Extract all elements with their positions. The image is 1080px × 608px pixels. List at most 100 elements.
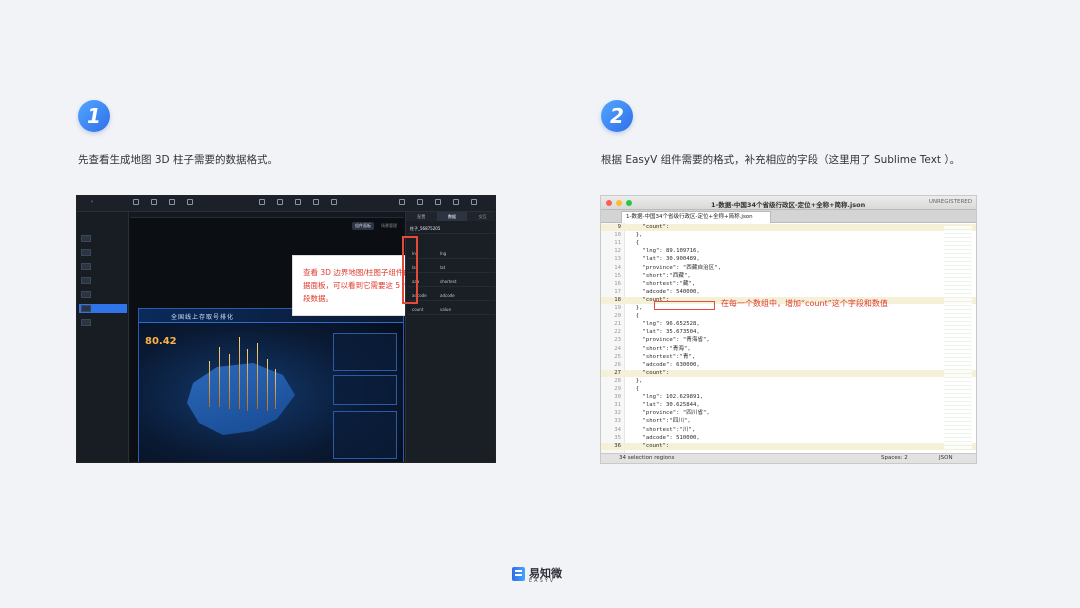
code-line[interactable]: 11 { bbox=[601, 240, 976, 247]
code-line[interactable]: 21 "lng": 96.652528, bbox=[601, 321, 976, 328]
code-line[interactable]: 29 { bbox=[601, 386, 976, 393]
line-text: "lat": 30.625844, bbox=[629, 402, 700, 409]
text-icon[interactable] bbox=[313, 199, 319, 205]
code-line[interactable]: 18 "count": bbox=[601, 296, 976, 304]
line-number: 32 bbox=[614, 410, 621, 417]
field-map[interactable]: value bbox=[440, 307, 451, 312]
chart-icon[interactable] bbox=[277, 199, 283, 205]
code-line[interactable]: 22 "lat": 35.673504, bbox=[601, 329, 976, 336]
preview-icon[interactable] bbox=[417, 199, 423, 205]
layer-item[interactable] bbox=[79, 234, 127, 243]
code-line[interactable]: 19 }, bbox=[601, 305, 976, 312]
layer-item[interactable] bbox=[79, 290, 127, 299]
component-icon[interactable] bbox=[151, 199, 157, 205]
syntax-status[interactable]: JSON bbox=[939, 455, 953, 461]
line-text: { bbox=[629, 313, 640, 320]
layer-icon[interactable] bbox=[133, 199, 139, 205]
logo-en: EASYV bbox=[529, 578, 556, 584]
close-icon[interactable] bbox=[606, 200, 612, 206]
code-line[interactable]: 23 "province": "青海省", bbox=[601, 337, 976, 344]
layer-item[interactable] bbox=[79, 276, 127, 285]
align-icon[interactable] bbox=[259, 199, 265, 205]
code-line[interactable]: 12 "lng": 89.109716, bbox=[601, 248, 976, 255]
editor-toolbar: ‹ bbox=[77, 196, 495, 212]
map-icon[interactable] bbox=[295, 199, 301, 205]
3d-map-shape bbox=[187, 363, 295, 435]
field-map[interactable]: lat bbox=[440, 265, 446, 270]
line-text: "short":"西藏", bbox=[629, 272, 691, 279]
shape-icon[interactable] bbox=[331, 199, 337, 205]
ruler bbox=[130, 212, 404, 218]
code-line[interactable]: 33 "short":"四川", bbox=[601, 418, 976, 425]
field-map[interactable]: adcode bbox=[440, 293, 455, 298]
code-line[interactable]: 17 "adcode": 540000, bbox=[601, 289, 976, 296]
code-line[interactable]: 20 { bbox=[601, 313, 976, 320]
tab-data[interactable]: 数据 bbox=[436, 212, 468, 221]
scene-button[interactable]: 场景管理 bbox=[381, 223, 397, 228]
line-number: 34 bbox=[614, 426, 621, 433]
data-icon[interactable] bbox=[169, 199, 175, 205]
code-line[interactable]: 28 }, bbox=[601, 378, 976, 385]
field-name: lng bbox=[412, 251, 419, 256]
line-text: "lat": 35.673504, bbox=[629, 329, 700, 336]
minimize-icon[interactable] bbox=[616, 200, 622, 206]
code-line[interactable]: 14 "province": "西藏自治区", bbox=[601, 265, 976, 272]
line-text: "province": "四川省", bbox=[629, 410, 710, 417]
field-map[interactable]: lng bbox=[440, 251, 447, 256]
editor-canvas[interactable]: 组件面板 场景管理 全国线上存取号排化 80.42 查看 3D 边界地图/柱图子… bbox=[130, 212, 433, 462]
field-map[interactable]: shortest bbox=[440, 279, 457, 284]
file-tab[interactable]: 1-数据-中国34个省级行政区-定位+全称+简称.json bbox=[621, 211, 771, 223]
line-number: 36 bbox=[614, 442, 621, 449]
logo-mark-icon bbox=[512, 567, 525, 581]
code-line[interactable]: 35 "adcode": 510000, bbox=[601, 435, 976, 442]
code-area[interactable]: 9 "count":10 },11 {12 "lng": 89.109716,1… bbox=[601, 224, 976, 455]
unregistered-label: UNREGISTERED bbox=[928, 199, 972, 205]
code-line[interactable]: 31 "lat": 30.625844, bbox=[601, 402, 976, 409]
map-bar bbox=[219, 347, 220, 407]
maximize-icon[interactable] bbox=[626, 200, 632, 206]
code-line[interactable]: 26 "adcode": 630000, bbox=[601, 362, 976, 369]
code-line[interactable]: 16 "shortest":"藏", bbox=[601, 281, 976, 288]
layer-item-selected[interactable] bbox=[79, 304, 127, 313]
code-line[interactable]: 13 "lat": 30.900489, bbox=[601, 256, 976, 263]
line-text: "province": "青海省", bbox=[629, 337, 710, 344]
code-line[interactable]: 25 "shortest":"青", bbox=[601, 354, 976, 361]
tab-interaction[interactable]: 交互 bbox=[467, 212, 495, 221]
tab-config[interactable]: 配置 bbox=[406, 212, 437, 221]
link-icon[interactable] bbox=[187, 199, 193, 205]
minimap[interactable] bbox=[944, 226, 972, 451]
code-line[interactable]: 10 }, bbox=[601, 232, 976, 239]
code-line[interactable]: 30 "lng": 102.629891, bbox=[601, 394, 976, 401]
field-name: lat bbox=[412, 265, 418, 270]
line-text: "count": bbox=[629, 442, 670, 449]
publish-icon[interactable] bbox=[471, 199, 477, 205]
line-text: "lng": 89.109716, bbox=[629, 248, 700, 255]
selection-status: 34 selection regions bbox=[619, 455, 675, 461]
line-number: 13 bbox=[614, 256, 621, 263]
spaces-status[interactable]: Spaces: 2 bbox=[881, 455, 908, 461]
code-line[interactable]: 15 "short":"西藏", bbox=[601, 273, 976, 280]
component-panel-button[interactable]: 组件面板 bbox=[352, 222, 374, 230]
layer-item[interactable] bbox=[79, 248, 127, 257]
code-line[interactable]: 34 "shortest":"川", bbox=[601, 427, 976, 434]
line-number: 11 bbox=[614, 240, 621, 247]
line-number: 20 bbox=[614, 313, 621, 320]
line-number: 27 bbox=[614, 369, 621, 376]
logo-cn: 易知微 bbox=[529, 567, 562, 580]
window-titlebar: 1-数据-中国34个省级行政区-定位+全称+简称.json UNREGISTER… bbox=[601, 196, 976, 210]
save-icon[interactable] bbox=[399, 199, 405, 205]
settings-icon[interactable] bbox=[453, 199, 459, 205]
code-line[interactable]: 24 "short":"青海", bbox=[601, 346, 976, 353]
code-line[interactable]: 9 "count": bbox=[601, 224, 976, 232]
line-text: "shortest":"青", bbox=[629, 353, 696, 360]
line-text: "adcode": 540000, bbox=[629, 288, 700, 295]
layer-item[interactable] bbox=[79, 262, 127, 271]
layer-item[interactable] bbox=[79, 318, 127, 327]
code-line[interactable]: 36 "count": bbox=[601, 442, 976, 450]
code-line[interactable]: 27 "count": bbox=[601, 369, 976, 377]
help-icon[interactable] bbox=[435, 199, 441, 205]
line-number: 25 bbox=[614, 353, 621, 360]
back-icon[interactable]: ‹ bbox=[91, 199, 93, 205]
code-line[interactable]: 32 "province": "四川省", bbox=[601, 410, 976, 417]
map-bar bbox=[239, 337, 240, 409]
